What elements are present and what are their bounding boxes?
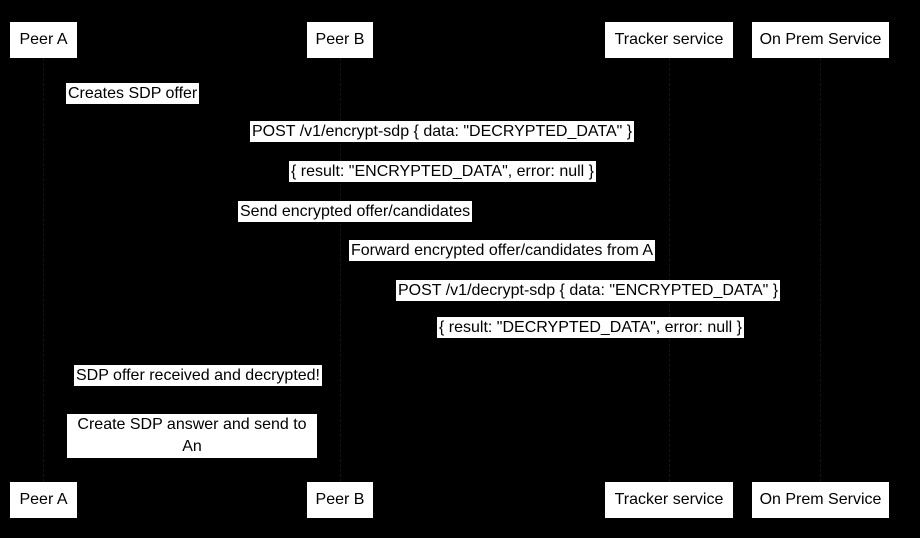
participant-peer-b-bottom: Peer B bbox=[307, 482, 373, 518]
lifeline-on-prem-service bbox=[820, 58, 821, 482]
lifeline-peer-a bbox=[43, 58, 44, 482]
message-encrypt-result: { result: "ENCRYPTED_DATA", error: null … bbox=[289, 161, 597, 182]
participant-peer-a-bottom: Peer A bbox=[10, 482, 77, 518]
message-creates-sdp-offer: Creates SDP offer bbox=[66, 83, 200, 104]
participant-tracker-service-top: Tracker service bbox=[605, 22, 733, 58]
message-create-sdp-answer: Create SDP answer and send to An using t… bbox=[67, 414, 317, 477]
participant-on-prem-service-bottom: On Prem Service bbox=[752, 482, 889, 518]
participant-peer-a-top: Peer A bbox=[10, 22, 77, 58]
message-post-encrypt-sdp: POST /v1/encrypt-sdp { data: "DECRYPTED_… bbox=[250, 121, 635, 142]
message-decrypt-result: { result: "DECRYPTED_DATA", error: null … bbox=[437, 317, 745, 338]
message-sdp-offer-received: SDP offer received and decrypted! bbox=[74, 365, 322, 386]
lifeline-tracker-service bbox=[669, 58, 670, 482]
participant-peer-b-top: Peer B bbox=[307, 22, 373, 58]
lifeline-peer-b bbox=[340, 58, 341, 482]
message-post-decrypt-sdp: POST /v1/decrypt-sdp { data: "ENCRYPTED_… bbox=[396, 280, 781, 301]
participant-tracker-service-bottom: Tracker service bbox=[605, 482, 733, 518]
message-send-encrypted-offer: Send encrypted offer/candidates bbox=[238, 201, 473, 222]
message-forward-encrypted-offer: Forward encrypted offer/candidates from … bbox=[349, 240, 656, 261]
participant-on-prem-service-top: On Prem Service bbox=[752, 22, 889, 58]
